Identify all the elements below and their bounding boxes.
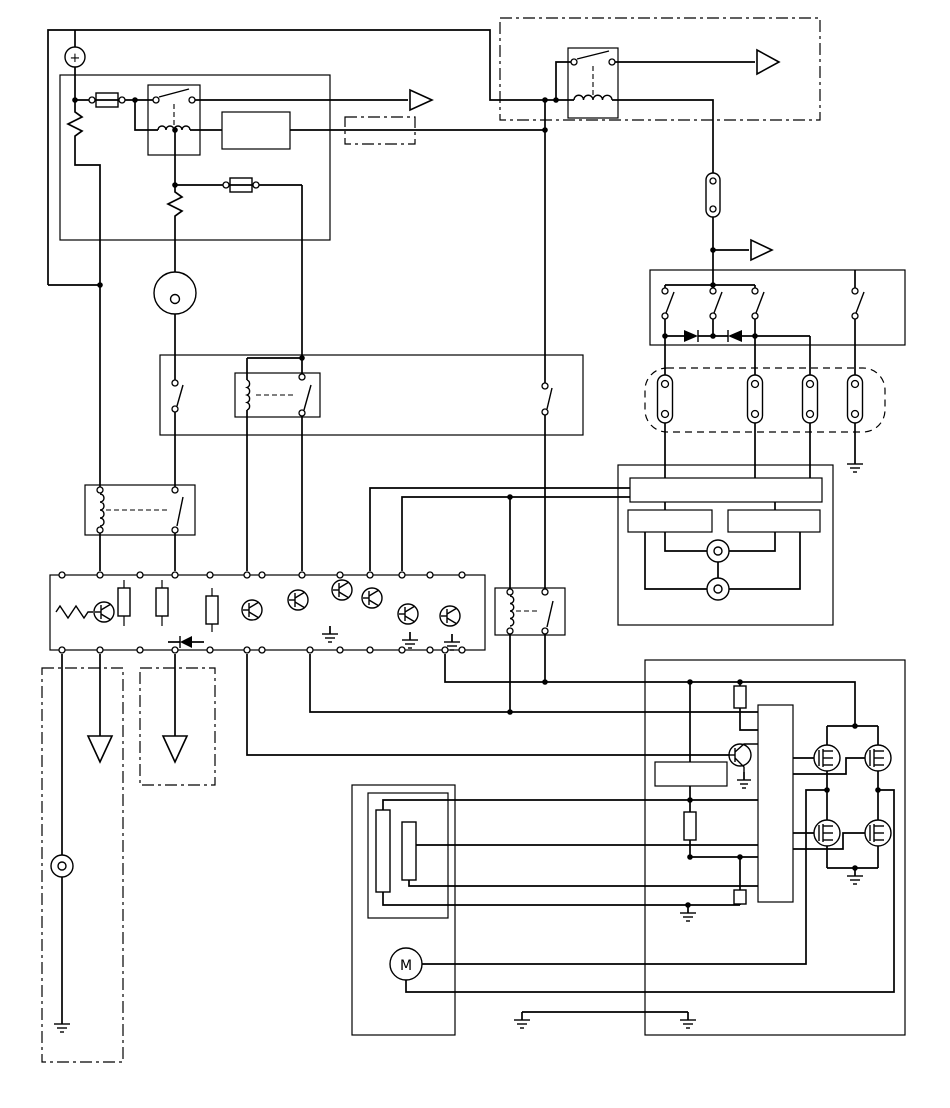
headlamp-relay-assembly [499, 17, 821, 173]
indicator-lamp-2 [706, 577, 730, 601]
small-relay-module [494, 587, 566, 636]
transistor-q1 [93, 601, 115, 623]
down-arrow-connector-1 [86, 735, 114, 764]
circuit-breaker-1 [66, 100, 101, 487]
motor-drive-wires [405, 789, 895, 993]
ground-cu-1 [322, 626, 338, 643]
mosfet-1 [813, 744, 841, 772]
module-resistor-2 [683, 811, 697, 841]
resistor-cu-2 [155, 587, 169, 617]
mosfet-3 [813, 819, 841, 847]
down-arrow-connector-2 [161, 735, 189, 764]
bulb-1 [656, 374, 674, 424]
driver-ic [757, 704, 794, 903]
motor-label: M [400, 958, 412, 974]
body-harness-connector-1 [41, 667, 124, 1063]
main-fuse [88, 92, 126, 108]
fuse-2 [222, 177, 260, 193]
mosfet-4 [864, 819, 892, 847]
resistor-cu-3 [205, 595, 219, 625]
transistor-q5 [361, 587, 383, 609]
indicator-lamp-1 [706, 539, 730, 563]
control-unit-top-terminals [58, 571, 466, 579]
switch-contact-4 [851, 270, 865, 320]
interconnect-wires [246, 654, 856, 756]
fusible-link [705, 172, 721, 218]
control-relay [234, 372, 321, 418]
combination-meter [617, 464, 834, 626]
control-unit-internals [55, 579, 461, 651]
mosfet-2 [864, 744, 892, 772]
ground-module-bottom [680, 1012, 696, 1029]
junction-connector-block [159, 354, 584, 436]
speed-sensor [50, 854, 74, 878]
resistor-pack-element-2 [401, 821, 417, 881]
switch-contact-1 [661, 287, 675, 320]
headlamp-relay [567, 47, 619, 119]
ignition-distributor [153, 271, 197, 315]
pre-driver-transistor [728, 743, 758, 772]
relay-module-left [84, 484, 196, 536]
page-reference-arrow-right-3 [750, 238, 774, 262]
lighting-switch-box [649, 269, 906, 346]
page-reference-arrow-right-1 [409, 88, 434, 112]
diode-pack [665, 330, 755, 342]
motor: M [389, 947, 423, 981]
ground-sensor [54, 1016, 70, 1033]
ground-1 [847, 458, 863, 473]
ground-cu-3 [444, 634, 460, 651]
ballast-resistor [221, 111, 291, 150]
transistor-q2 [241, 599, 263, 621]
bulb-4 [846, 374, 864, 424]
battery-positive-terminal: + [64, 46, 86, 68]
ground-bus-left [514, 1012, 530, 1029]
switch-contact-3 [751, 287, 765, 320]
module-component-box [654, 761, 728, 787]
resistor-pack-element-1 [375, 809, 391, 893]
module-resistor-3 [733, 889, 747, 905]
ground-cu-2 [402, 632, 418, 649]
inline-connector [344, 116, 416, 145]
page-reference-arrow-right-2 [756, 48, 781, 76]
block-contact-2 [541, 382, 553, 416]
transistor-q4 [331, 579, 353, 601]
transistor-q3 [287, 589, 309, 611]
main-fuse-box [59, 74, 408, 487]
drive-module [644, 659, 906, 1036]
bulb-3 [801, 374, 819, 424]
module-resistor-1 [733, 685, 747, 709]
trunk-wires [99, 100, 630, 712]
bulb-array [644, 367, 886, 433]
resistor-cu-1 [117, 587, 131, 617]
switch-contact-2 [709, 287, 723, 320]
control-unit [49, 571, 486, 654]
junction-dots [72, 97, 881, 908]
body-harness-connector-2 [139, 667, 216, 786]
main-feed-wiring [47, 29, 545, 286]
battery-polarity-label: + [70, 51, 81, 66]
circuit-breaker-2 [166, 185, 184, 272]
sensor-signal-wires [382, 799, 758, 906]
diode-cu [168, 636, 204, 648]
power-relay [147, 84, 201, 156]
transistor-q7 [439, 605, 461, 627]
mosfet-h-bridge [793, 725, 892, 885]
bulb-2 [746, 374, 764, 424]
control-unit-bottom-terminals [58, 646, 466, 654]
block-contact-1 [171, 379, 184, 413]
ground-bus [514, 1011, 688, 1029]
transistor-q6 [397, 603, 419, 625]
resistor-motor-assembly: M [351, 784, 456, 1036]
ground-transistor [737, 772, 751, 789]
